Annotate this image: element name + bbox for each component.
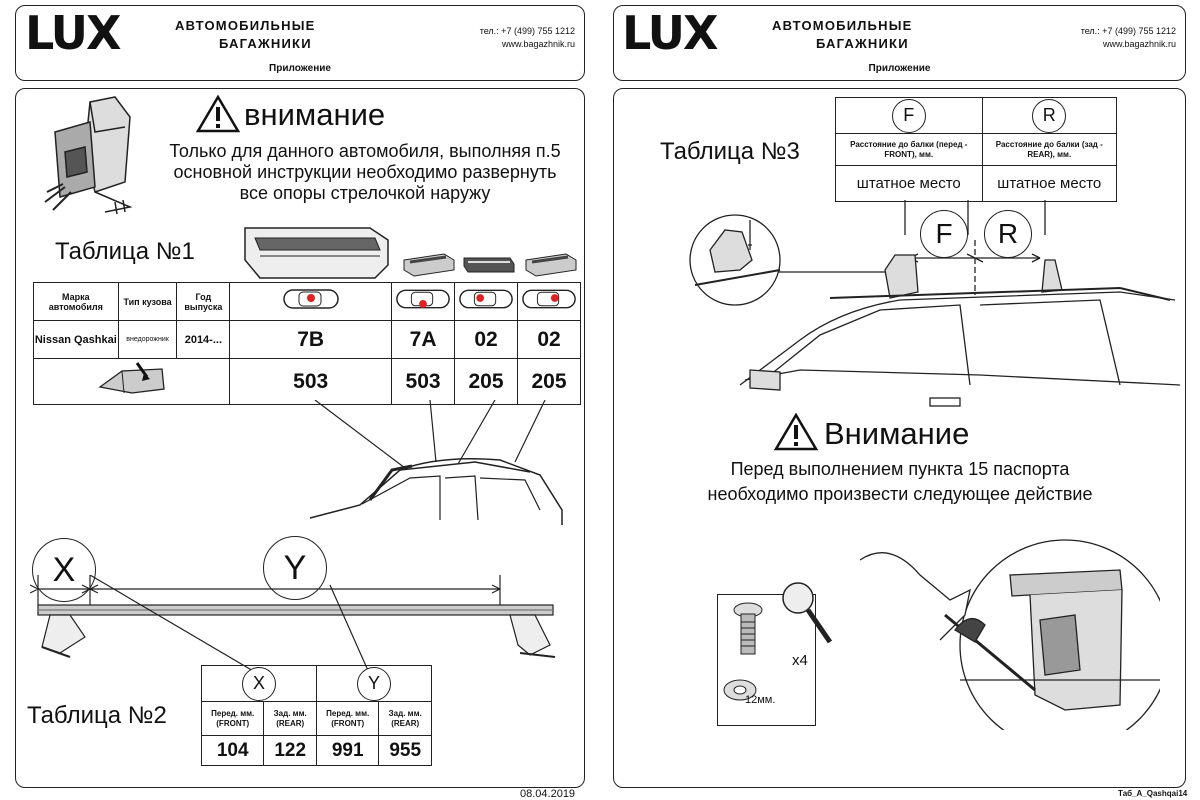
left-logo: LUX xyxy=(25,6,121,60)
t3-value-rear: штатное место xyxy=(981,165,1118,202)
right-logo: LUX xyxy=(622,6,718,60)
t1-part-3: 205 xyxy=(454,358,518,405)
t1-code-3: 02 xyxy=(454,320,518,359)
right-footer-code: Таб_А_Qashqai14 xyxy=(1118,789,1188,798)
t1-body-type: внедорожник xyxy=(117,320,178,359)
dim-f-circle-large: F xyxy=(920,210,968,258)
left-warning-title: внимание xyxy=(244,97,386,132)
pad-icon-02b xyxy=(525,253,577,277)
car-top-icon-4 xyxy=(517,282,581,321)
left-content-frame xyxy=(15,88,585,788)
t3-letter-f: F xyxy=(835,97,983,134)
left-phone: тел.: +7 (499) 755 1212 xyxy=(479,26,575,36)
dim-y-circle-small: Y xyxy=(356,666,391,701)
t3-value-front: штатное место xyxy=(835,165,983,202)
roof-bar-drawing xyxy=(30,575,556,670)
right-warning-line2: необходимо произвести следующее действие xyxy=(707,484,1093,504)
t3-header-front: Расстояние до балки (перед - FRONT), мм. xyxy=(835,133,983,166)
left-warning-line1: Только для данного автомобиля, выполняя … xyxy=(169,141,561,161)
t1-header-year: Год выпуска xyxy=(176,282,231,321)
table3-caption: Таблица №3 xyxy=(660,138,800,165)
table1-caption: Таблица №1 xyxy=(55,238,195,265)
left-brand-line2: БАГАЖНИКИ xyxy=(219,36,312,51)
dim-r-circle-small: R xyxy=(1032,98,1067,133)
right-appendix: Приложение xyxy=(868,63,931,74)
right-brand-line1: АВТОМОБИЛЬНЫЕ xyxy=(772,18,913,33)
right-phone: тел.: +7 (499) 755 1212 xyxy=(1080,26,1176,36)
dim-r-circle-large: R xyxy=(984,210,1032,258)
t3-letter-r: R xyxy=(981,97,1118,134)
t2-value-1: 104 xyxy=(200,735,265,766)
table-2: X Y Перед. мм. (FRONT) Зад. мм. (REAR) П… xyxy=(200,665,433,766)
t1-code-1: 7B xyxy=(229,320,393,359)
installation-illustration xyxy=(860,539,1160,730)
t2-sub-x-rear: Зад. мм. (REAR) xyxy=(263,701,317,736)
t2-group-x: X xyxy=(201,665,317,702)
right-site: www.bagazhnik.ru xyxy=(1102,39,1176,49)
bolt-illustration xyxy=(733,602,763,655)
t1-code-2: 7A xyxy=(391,320,456,359)
t2-value-3: 991 xyxy=(315,735,380,766)
t1-part-1: 503 xyxy=(229,358,393,405)
t1-part-4: 205 xyxy=(517,358,581,405)
rubber-pad-illustration xyxy=(244,227,389,279)
car-side-illustration xyxy=(689,200,1180,407)
table-3: F R Расстояние до балки (перед - FRONT),… xyxy=(835,97,1118,202)
magnifier-icon xyxy=(782,582,833,644)
left-date: 08.04.2019 xyxy=(520,788,576,800)
warning-triangle-icon-right xyxy=(774,413,818,451)
right-warning-title: Внимание xyxy=(824,416,970,451)
t2-value-4: 955 xyxy=(378,735,432,766)
table2-caption: Таблица №2 xyxy=(27,702,167,729)
left-warning-line3: все опоры стрелочкой наружу xyxy=(239,183,491,203)
left-header-frame xyxy=(15,5,585,81)
roof-support-illustration xyxy=(44,96,133,215)
pad-icon-02a xyxy=(463,257,515,273)
right-header-frame xyxy=(613,5,1186,81)
t2-sub-y-front: Перед. мм. (FRONT) xyxy=(315,701,380,736)
t1-part-2: 503 xyxy=(391,358,456,405)
warning-triangle-icon xyxy=(196,95,240,133)
t3-header-rear: Расстояние до балки (зад - REAR), мм. xyxy=(981,133,1118,166)
washer-illustration xyxy=(723,679,757,701)
t2-group-y: Y xyxy=(315,665,433,702)
dim-f-circle-small: F xyxy=(891,98,926,133)
t1-year: 2014-... xyxy=(176,320,231,359)
t2-sub-x-front: Перед. мм. (FRONT) xyxy=(200,701,265,736)
pad-icon-7a xyxy=(403,253,455,277)
car-top-icon-3 xyxy=(454,282,518,321)
t1-header-make: Марка автомобиля xyxy=(33,282,119,321)
left-appendix: Приложение xyxy=(269,63,331,74)
t1-code-4: 02 xyxy=(517,320,581,359)
right-brand-line2: БАГАЖНИКИ xyxy=(816,36,909,51)
table-1: Марка автомобиля Тип кузова Год выпуска … xyxy=(32,282,581,405)
car-top-icon-1 xyxy=(229,282,393,321)
hardware-kit-box xyxy=(717,594,816,726)
dim-x-circle-small: X xyxy=(241,666,276,701)
right-content-frame xyxy=(613,88,1186,788)
left-warning-line2: основной инструкции необходимо развернут… xyxy=(173,162,557,182)
t2-sub-y-rear: Зад. мм. (REAR) xyxy=(378,701,432,736)
car-top-icon-2 xyxy=(391,282,456,321)
washer-size: 12мм. xyxy=(745,694,776,706)
hardware-qty: x4 xyxy=(792,652,808,669)
t1-car-name: Nissan Qashkai xyxy=(33,320,119,359)
left-brand-line1: АВТОМОБИЛЬНЫЕ xyxy=(175,18,316,33)
left-site: www.bagazhnik.ru xyxy=(501,39,575,49)
t2-value-2: 122 xyxy=(263,735,317,766)
t1-header-body: Тип кузова xyxy=(117,282,178,321)
bracket-illustration xyxy=(32,358,231,405)
car-roof-illustration xyxy=(309,400,563,525)
right-warning-line1: Перед выполнением пункта 15 паспорта xyxy=(730,459,1070,479)
